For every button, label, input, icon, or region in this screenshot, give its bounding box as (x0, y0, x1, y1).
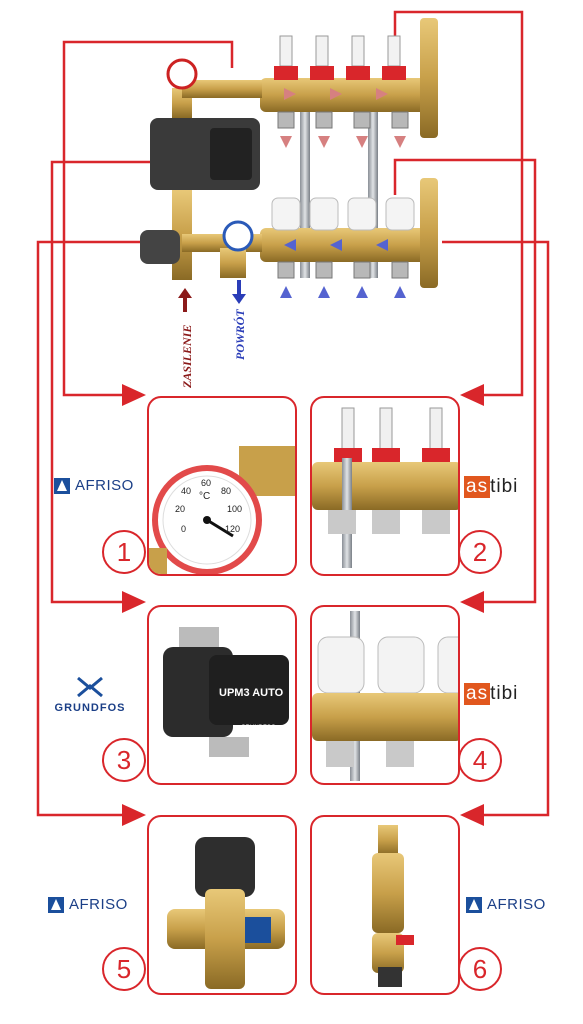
supply-bar (260, 78, 430, 112)
panel-1: °C 0 20 40 60 80 100 120 (147, 396, 297, 576)
brand-afriso-6: AFRISO (466, 896, 546, 913)
bracket-right (368, 108, 378, 278)
panel-4 (310, 605, 460, 785)
brand-grundfos-text: GRUNDFOS (54, 702, 126, 714)
mixing-valve-head (140, 230, 180, 264)
valve-caps (271, 197, 415, 231)
arrowhead-panel-3 (122, 591, 146, 613)
panel-number-3: 3 (102, 738, 146, 782)
panel-3: UPM3 AUTO GRUNDFOS (147, 605, 297, 785)
gauge-tick-20: 20 (175, 504, 186, 514)
line-to-panel-3 (50, 160, 185, 604)
pump-brand-small: GRUNDFOS (241, 725, 276, 731)
brand-afriso-5: AFRISO (48, 896, 128, 913)
brand-afriso-text: AFRISO (75, 477, 134, 494)
manifold-bar (312, 462, 458, 510)
manifold-assembly-illustration (140, 18, 438, 298)
supply-flow-arrows (280, 88, 406, 148)
panel-6 (310, 815, 460, 995)
supply-arrow (178, 288, 192, 312)
return-flow-arrows (280, 239, 406, 298)
grundfos-logo-icon (77, 676, 103, 698)
supply-label: ZASILENIE (180, 324, 194, 388)
astibi-rest-2: tibi (490, 683, 519, 704)
astibi-highlight-2: as (464, 683, 491, 705)
connector-paths (36, 10, 550, 817)
line-to-panel-2 (393, 10, 524, 397)
gauge-tick-0: 0 (181, 524, 187, 534)
air-vent-top (420, 18, 438, 138)
thermometer-needle (206, 518, 234, 538)
pipe-top-horizontal (182, 80, 262, 98)
line-to-panel-1 (62, 40, 234, 397)
panel-2 (310, 396, 460, 576)
return-arrow (232, 280, 246, 304)
return-thermometer (222, 220, 254, 252)
arrowhead-panel-6 (460, 804, 484, 826)
brand-afriso-text-6: AFRISO (487, 896, 546, 913)
astibi-rest: tibi (490, 476, 519, 497)
gauge-tick-60: 60 (201, 478, 212, 488)
panel-number-2: 2 (458, 530, 502, 574)
connector-arrowheads (122, 384, 484, 826)
arrowhead-panel-2 (460, 384, 484, 406)
valve-manifold-illustration (312, 611, 458, 781)
supply-thermometer (166, 58, 198, 90)
line-to-panel-6 (442, 240, 550, 817)
bracket-left (300, 108, 310, 278)
panel-number-5: 5 (102, 947, 146, 991)
line-to-panel-5 (36, 240, 150, 817)
return-connection (220, 248, 246, 278)
panel-number-4: 4 (458, 738, 502, 782)
afriso-logo-icon-5 (48, 896, 64, 913)
gauge-unit: °C (199, 491, 211, 502)
flowmeters (274, 35, 406, 80)
line-to-panel-4 (393, 158, 537, 604)
astibi-highlight: as (464, 476, 491, 498)
pump-controller (209, 655, 289, 725)
flowmeter-manifold-illustration (312, 407, 458, 568)
afriso-logo-icon-6 (466, 896, 482, 913)
brand-grundfos: GRUNDFOS (40, 676, 140, 714)
gauge-tick-100: 100 (227, 504, 243, 514)
panel-number-6: 6 (458, 947, 502, 991)
panel-number-1: 1 (102, 530, 146, 574)
arrowhead-panel-1 (122, 384, 146, 406)
pump-model-label: UPM3 AUTO (219, 687, 284, 699)
afriso-logo-icon (54, 477, 70, 494)
pump-illustration (163, 627, 289, 757)
return-label: POWRÓT (233, 309, 247, 360)
gauge-tick-80: 80 (221, 486, 232, 496)
gauge-tick-120: 120 (225, 524, 241, 534)
panel-5 (147, 815, 297, 995)
gauge-tick-40: 40 (181, 486, 192, 496)
arrowhead-panel-5 (122, 804, 146, 826)
brand-afriso-text-5: AFRISO (69, 896, 128, 913)
arrowhead-panel-4 (460, 591, 484, 613)
pump-control-box (210, 128, 252, 180)
air-vent-illustration (372, 825, 414, 987)
brand-afriso-1: AFRISO (54, 477, 134, 494)
return-bar (260, 228, 430, 262)
air-vent-bottom (420, 178, 438, 288)
outlet-connectors (277, 111, 409, 279)
thermometer-illustration (149, 446, 295, 574)
mixing-valve-illustration (167, 837, 285, 989)
